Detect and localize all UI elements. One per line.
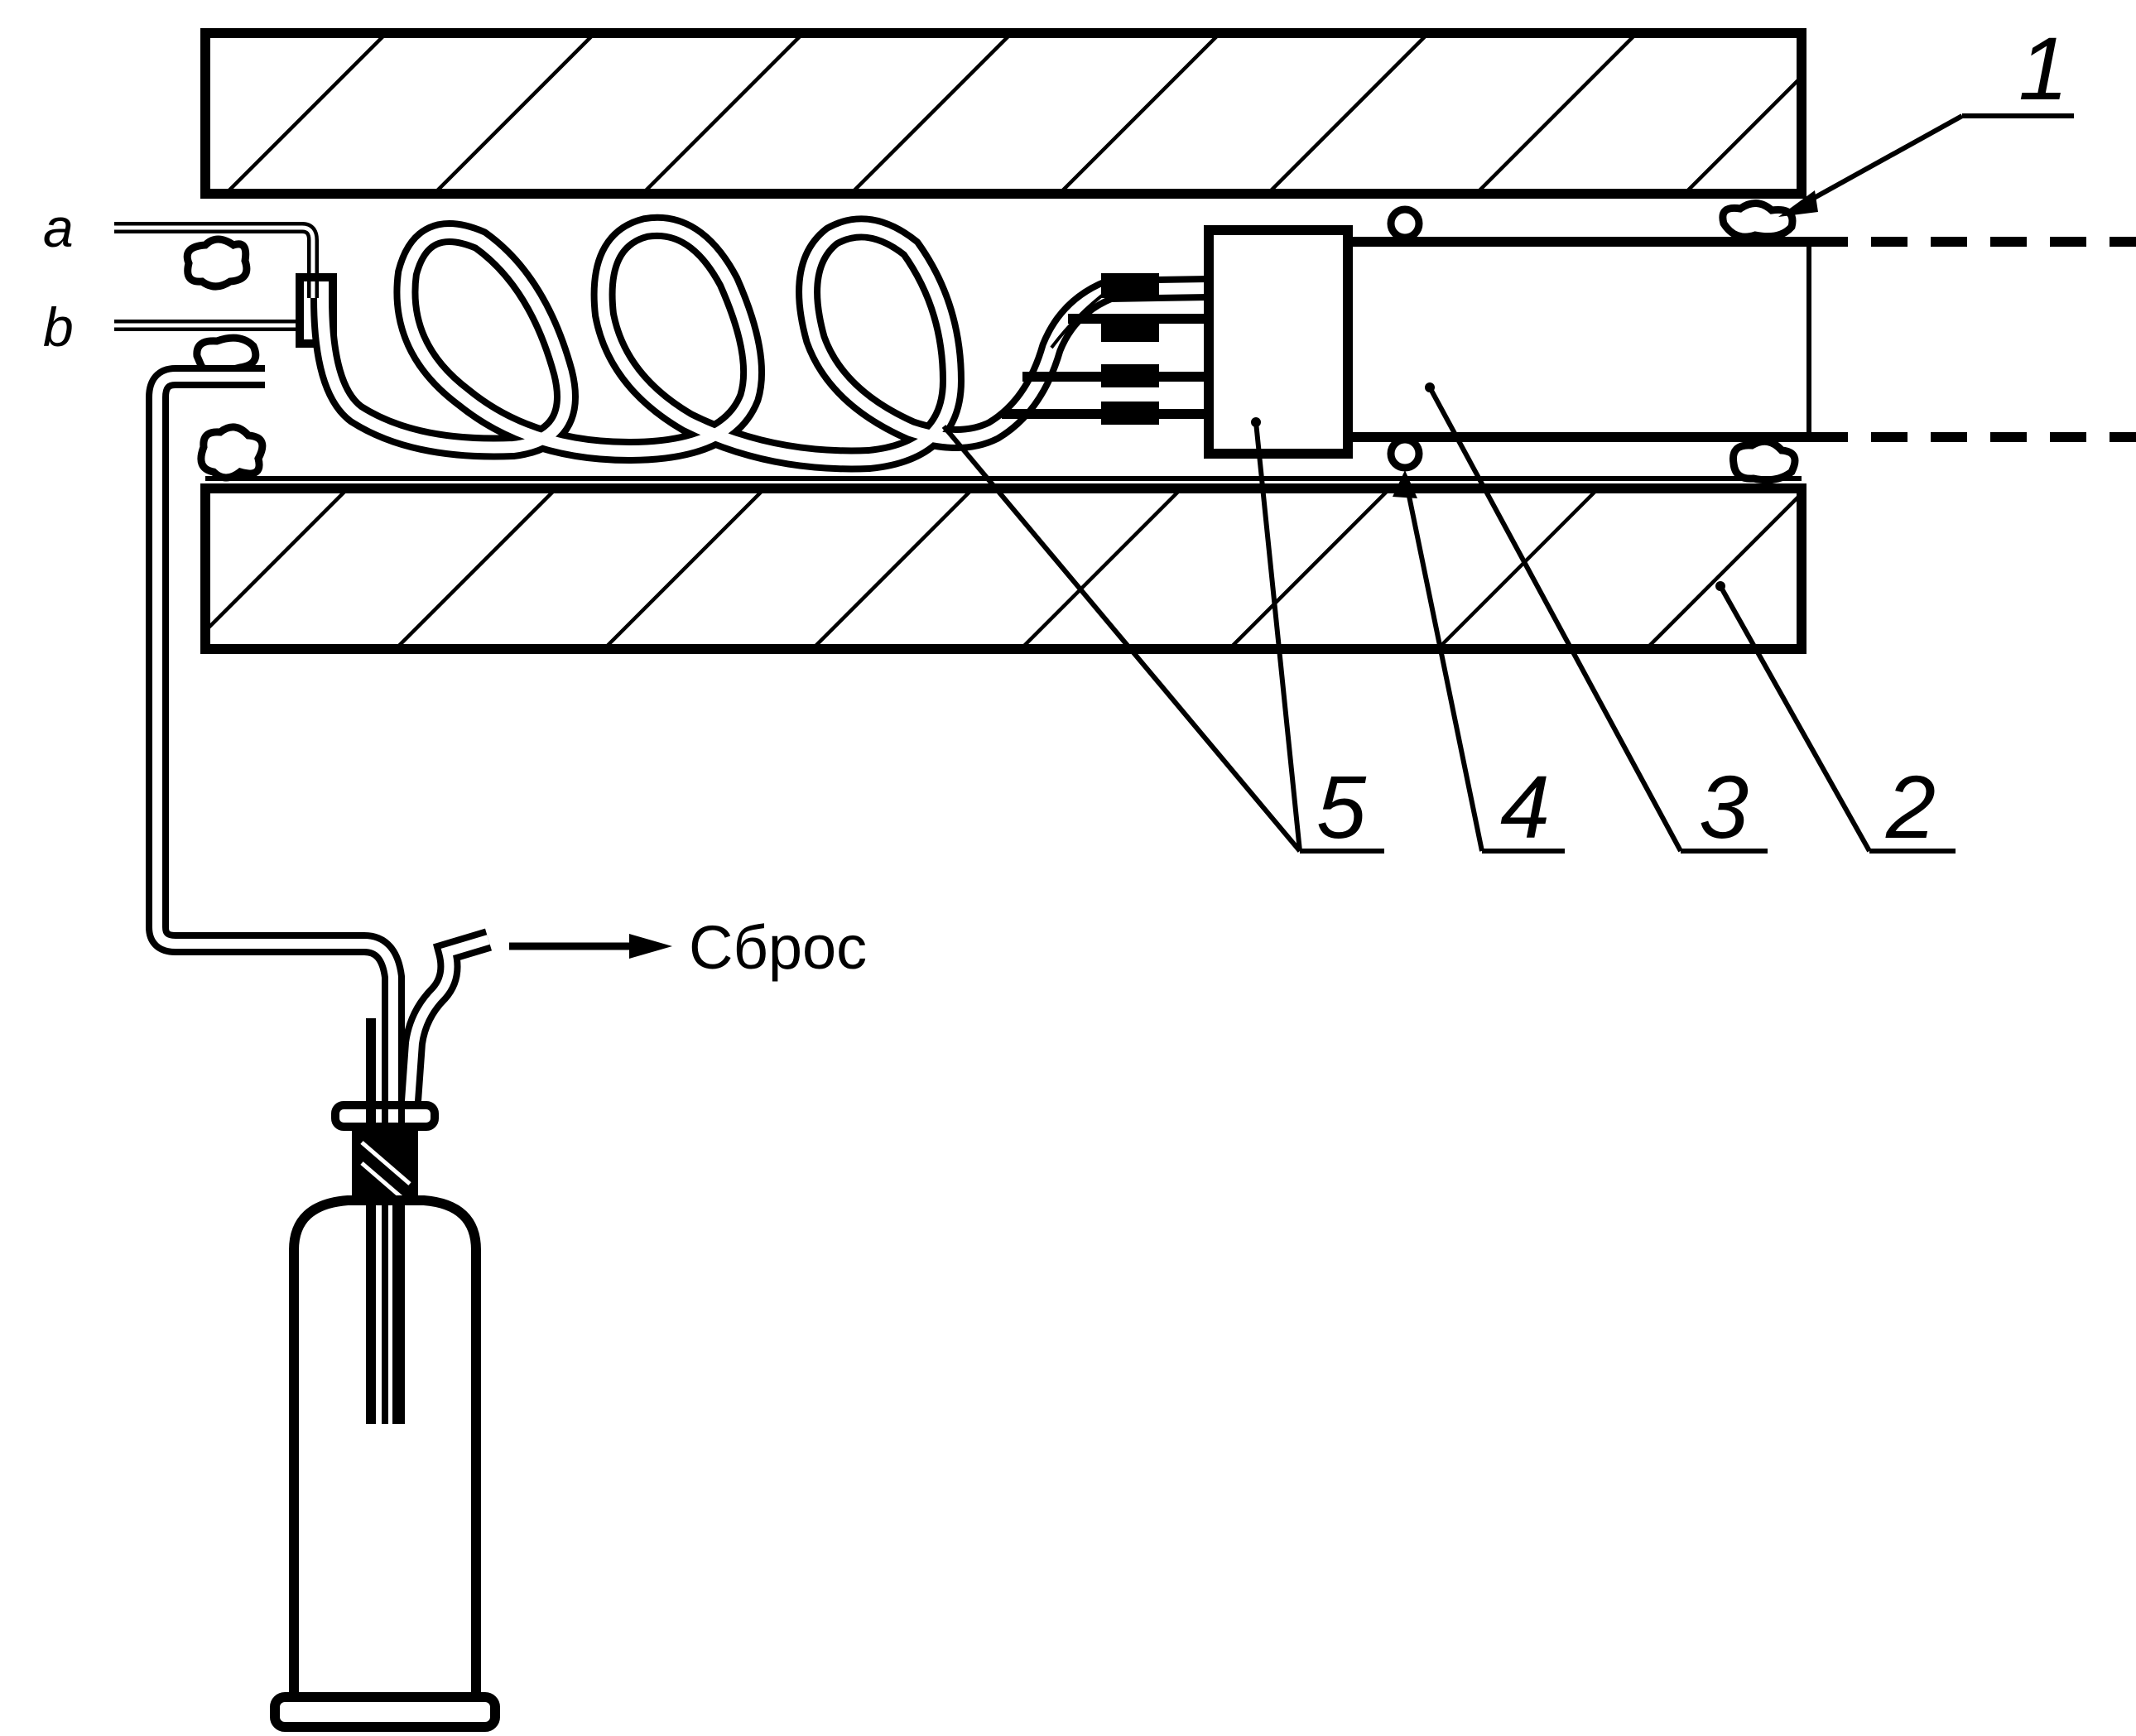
upper-block xyxy=(200,28,1806,199)
seal-blobs xyxy=(183,235,267,482)
coil-tube xyxy=(310,214,1210,473)
outlet-tube xyxy=(146,365,493,1424)
leader-lines xyxy=(941,113,2074,854)
part-4-label: 4 xyxy=(1500,757,1550,857)
part-1-label: 1 xyxy=(2018,18,2068,118)
sample-holder xyxy=(1204,225,2136,591)
part-2-label: 2 xyxy=(1885,757,1936,857)
outlet-arrow xyxy=(509,934,672,959)
part-3-label: 3 xyxy=(1699,757,1749,857)
part-5-label: 5 xyxy=(1316,757,1367,857)
port-a-label: a xyxy=(43,197,74,258)
inlet-tubes xyxy=(114,222,337,348)
collection-bottle xyxy=(270,1101,500,1732)
outlet-label: Сброс xyxy=(689,913,867,982)
port-b-label: b xyxy=(43,296,74,358)
holder-connectors xyxy=(1002,273,1209,425)
lower-block xyxy=(200,483,1806,654)
